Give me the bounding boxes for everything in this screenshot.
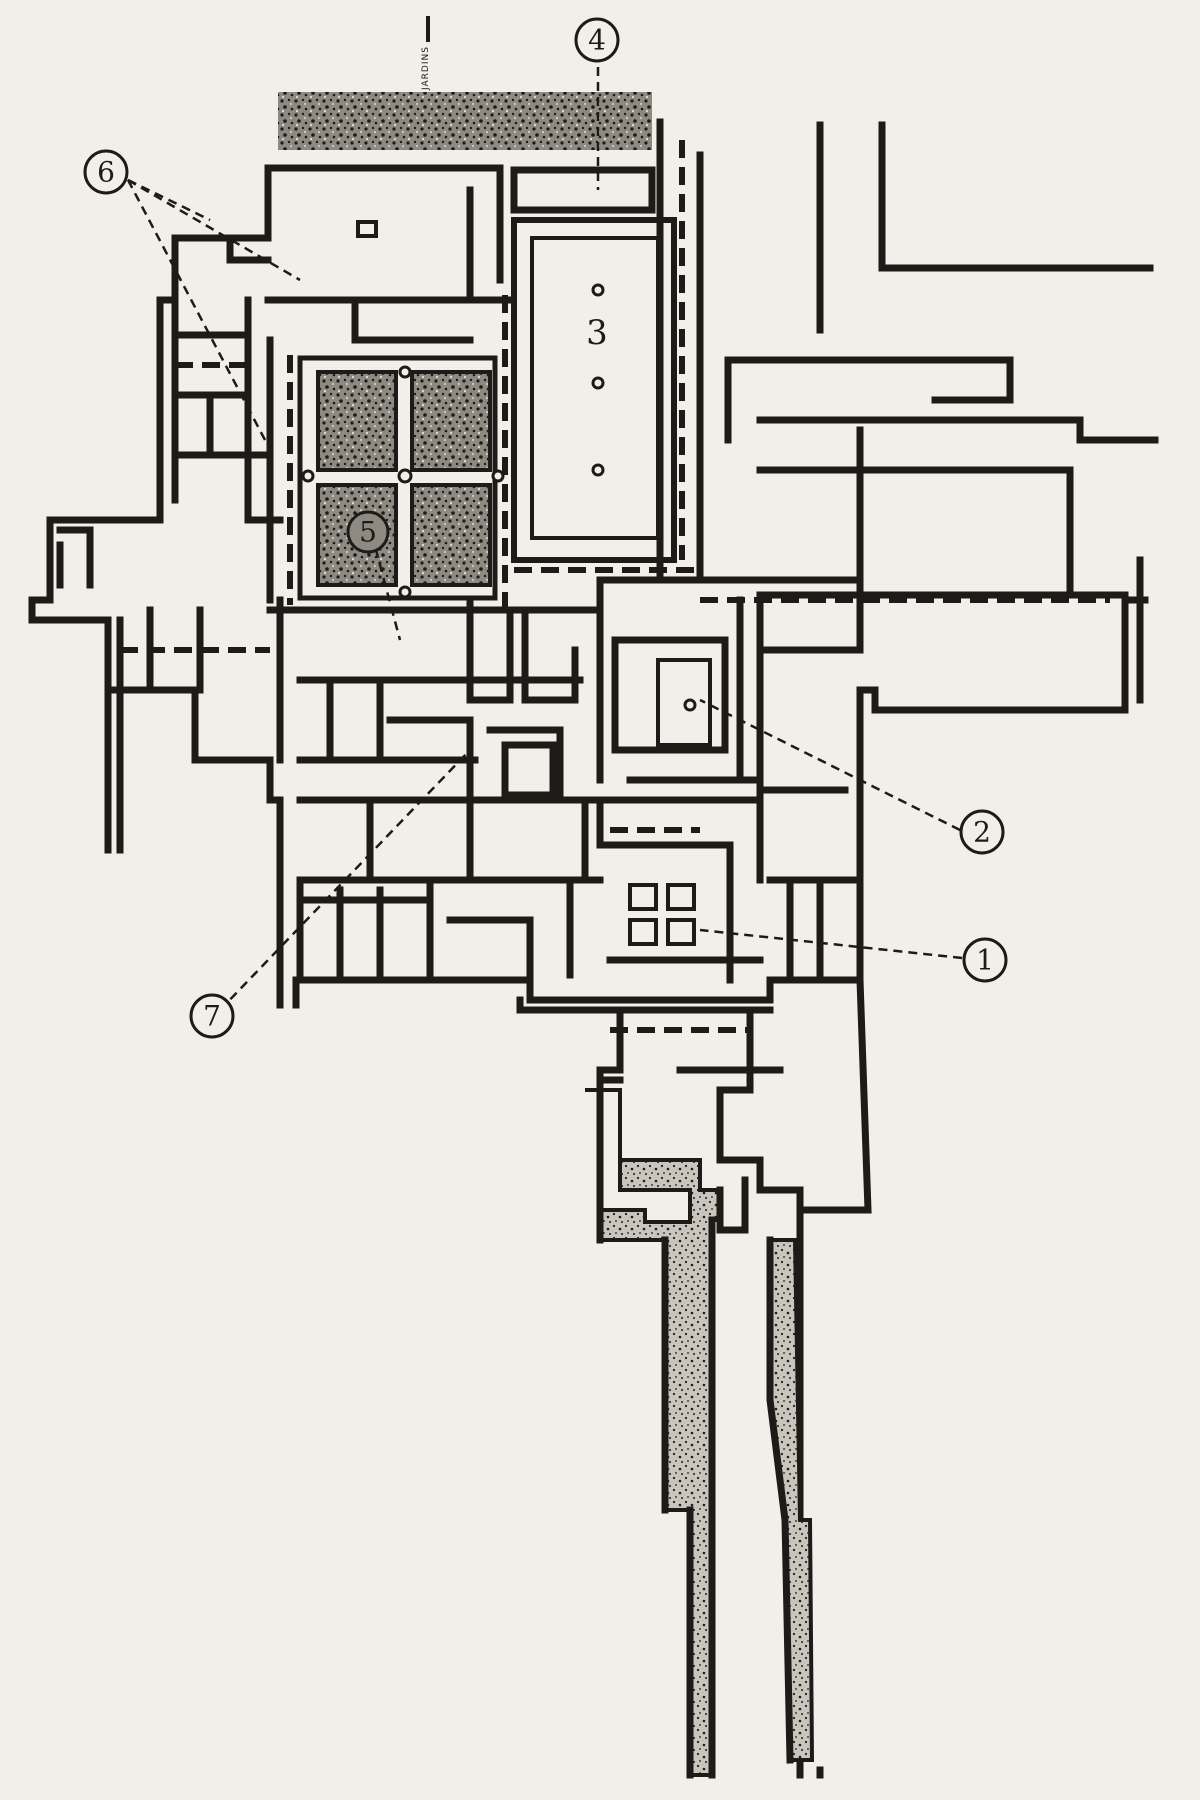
marker-4: 4 <box>574 17 620 63</box>
marker-2-label: 2 <box>973 816 991 849</box>
marker-1: 1 <box>962 937 1008 983</box>
marker-4-label: 4 <box>588 24 606 57</box>
garden-bed <box>410 483 492 587</box>
entrance-corridor <box>516 996 824 1779</box>
garden-label: JARDINS <box>421 46 431 91</box>
garden-strip: JARDINS <box>278 16 652 150</box>
outer-walls <box>28 118 1159 1214</box>
pool-court: 3 <box>510 140 700 573</box>
marker-7-label: 7 <box>203 1000 221 1033</box>
north-rooms <box>56 186 514 604</box>
pool-number: 3 <box>586 313 608 353</box>
pool-column <box>591 283 605 297</box>
marker-7: 7 <box>189 993 235 1039</box>
marker-6: 6 <box>83 149 129 195</box>
entrance-ramp-west <box>585 1088 722 1777</box>
pool-column <box>591 376 605 390</box>
marker-5: 5 <box>346 510 390 554</box>
central-rooms <box>120 576 864 984</box>
garden-bed <box>410 370 492 472</box>
marker-6-label: 6 <box>97 156 115 189</box>
marker-1-label: 1 <box>976 944 994 977</box>
south-rooms <box>296 876 864 979</box>
garden-bed <box>316 370 398 472</box>
marker-5-label: 5 <box>359 516 377 549</box>
pool-column <box>591 463 605 477</box>
leader-lines <box>126 52 963 1011</box>
marker-2: 2 <box>959 809 1005 855</box>
